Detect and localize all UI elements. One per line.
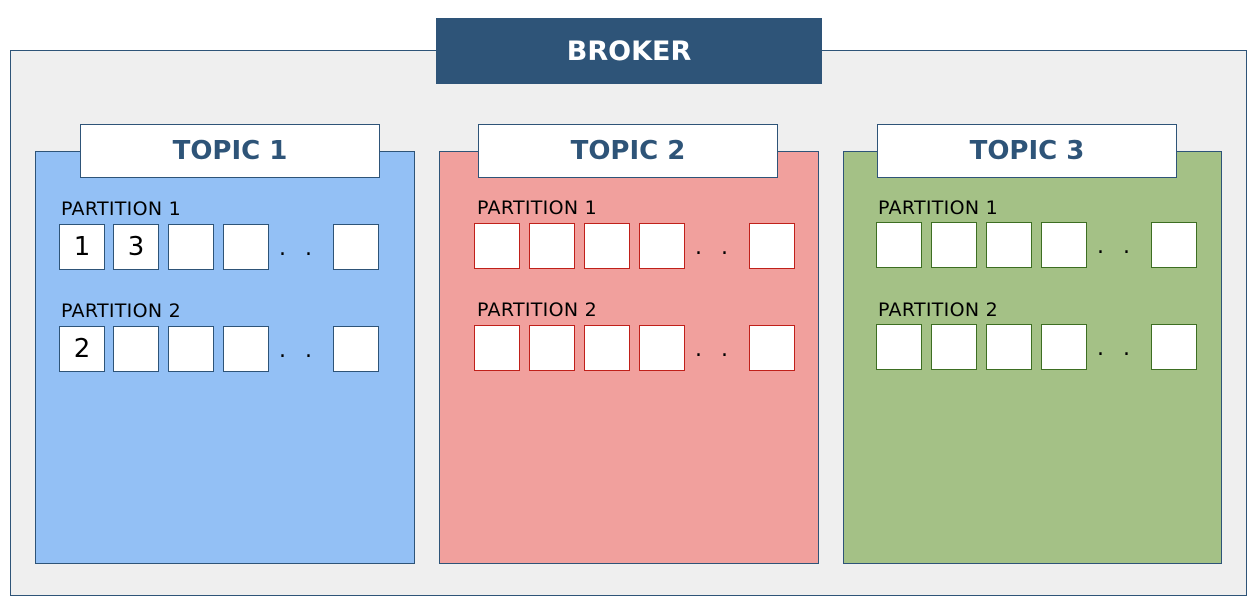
broker-title: BROKER (436, 18, 822, 84)
topic-2-partition-1-cell-2 (529, 223, 575, 269)
topic-1-partition-1-cell-3 (168, 224, 214, 270)
topic-2-partition-1-cell-4 (639, 223, 685, 269)
topic-1-partition-1-label: PARTITION 1 (61, 198, 182, 220)
topic-2-partition-2-cell-last (749, 325, 795, 371)
topic-1-partition-1-cell-1: 1 (59, 224, 105, 270)
topic-1-partition-1-cell-last (333, 224, 379, 270)
topic-2-partition-2-cell-1 (474, 325, 520, 371)
topic-2-partition-1-cell-last (749, 223, 795, 269)
topic-1-partition-2-cell-last (333, 326, 379, 372)
topic-3-partition-1-label: PARTITION 1 (878, 197, 999, 219)
topic-2-partition-2-cell-4 (639, 325, 685, 371)
topic-3-partition-2-cell-4 (1041, 324, 1087, 370)
topic-1-partition-1-cell-4 (223, 224, 269, 270)
topic-1-partition-2-cell-2 (113, 326, 159, 372)
topic-3-partition-2-cell-last (1151, 324, 1197, 370)
topic-3-partition-1-cell-1 (876, 222, 922, 268)
topic-2-partition-2-label: PARTITION 2 (477, 299, 598, 321)
topic-2-partition-2-cell-3 (584, 325, 630, 371)
topic-1-title: TOPIC 1 (80, 124, 380, 178)
topic-3-partition-2-cell-1 (876, 324, 922, 370)
topic-2-partition-1-label: PARTITION 1 (477, 197, 598, 219)
topic-1-partition-2-ellipsis: . . . (279, 338, 344, 363)
topic-1-partition-2-cell-4 (223, 326, 269, 372)
topic-3-partition-2-label: PARTITION 2 (878, 299, 999, 321)
topic-3-partition-1-cell-2 (931, 222, 977, 268)
topic-2-partition-1-cell-1 (474, 223, 520, 269)
topic-3-partition-1-cell-4 (1041, 222, 1087, 268)
topic-3-partition-2-cell-2 (931, 324, 977, 370)
topic-2-partition-1-ellipsis: . . . (695, 235, 760, 260)
topic-2-title: TOPIC 2 (478, 124, 778, 178)
topic-3-partition-2-ellipsis: . . . (1097, 336, 1162, 361)
topic-3-partition-1-ellipsis: . . . (1097, 234, 1162, 259)
topic-1-partition-2-label: PARTITION 2 (61, 300, 182, 322)
topic-3-partition-1-cell-3 (986, 222, 1032, 268)
topic-2-partition-2-ellipsis: . . . (695, 337, 760, 362)
topic-2-partition-1-cell-3 (584, 223, 630, 269)
topic-3-title: TOPIC 3 (877, 124, 1177, 178)
topic-3-partition-2-cell-3 (986, 324, 1032, 370)
topic-2-partition-2-cell-2 (529, 325, 575, 371)
topic-1-partition-1-ellipsis: . . . (279, 236, 344, 261)
topic-3-partition-1-cell-last (1151, 222, 1197, 268)
topic-1-partition-2-cell-1: 2 (59, 326, 105, 372)
topic-1-partition-1-cell-2: 3 (113, 224, 159, 270)
topic-1-partition-2-cell-3 (168, 326, 214, 372)
